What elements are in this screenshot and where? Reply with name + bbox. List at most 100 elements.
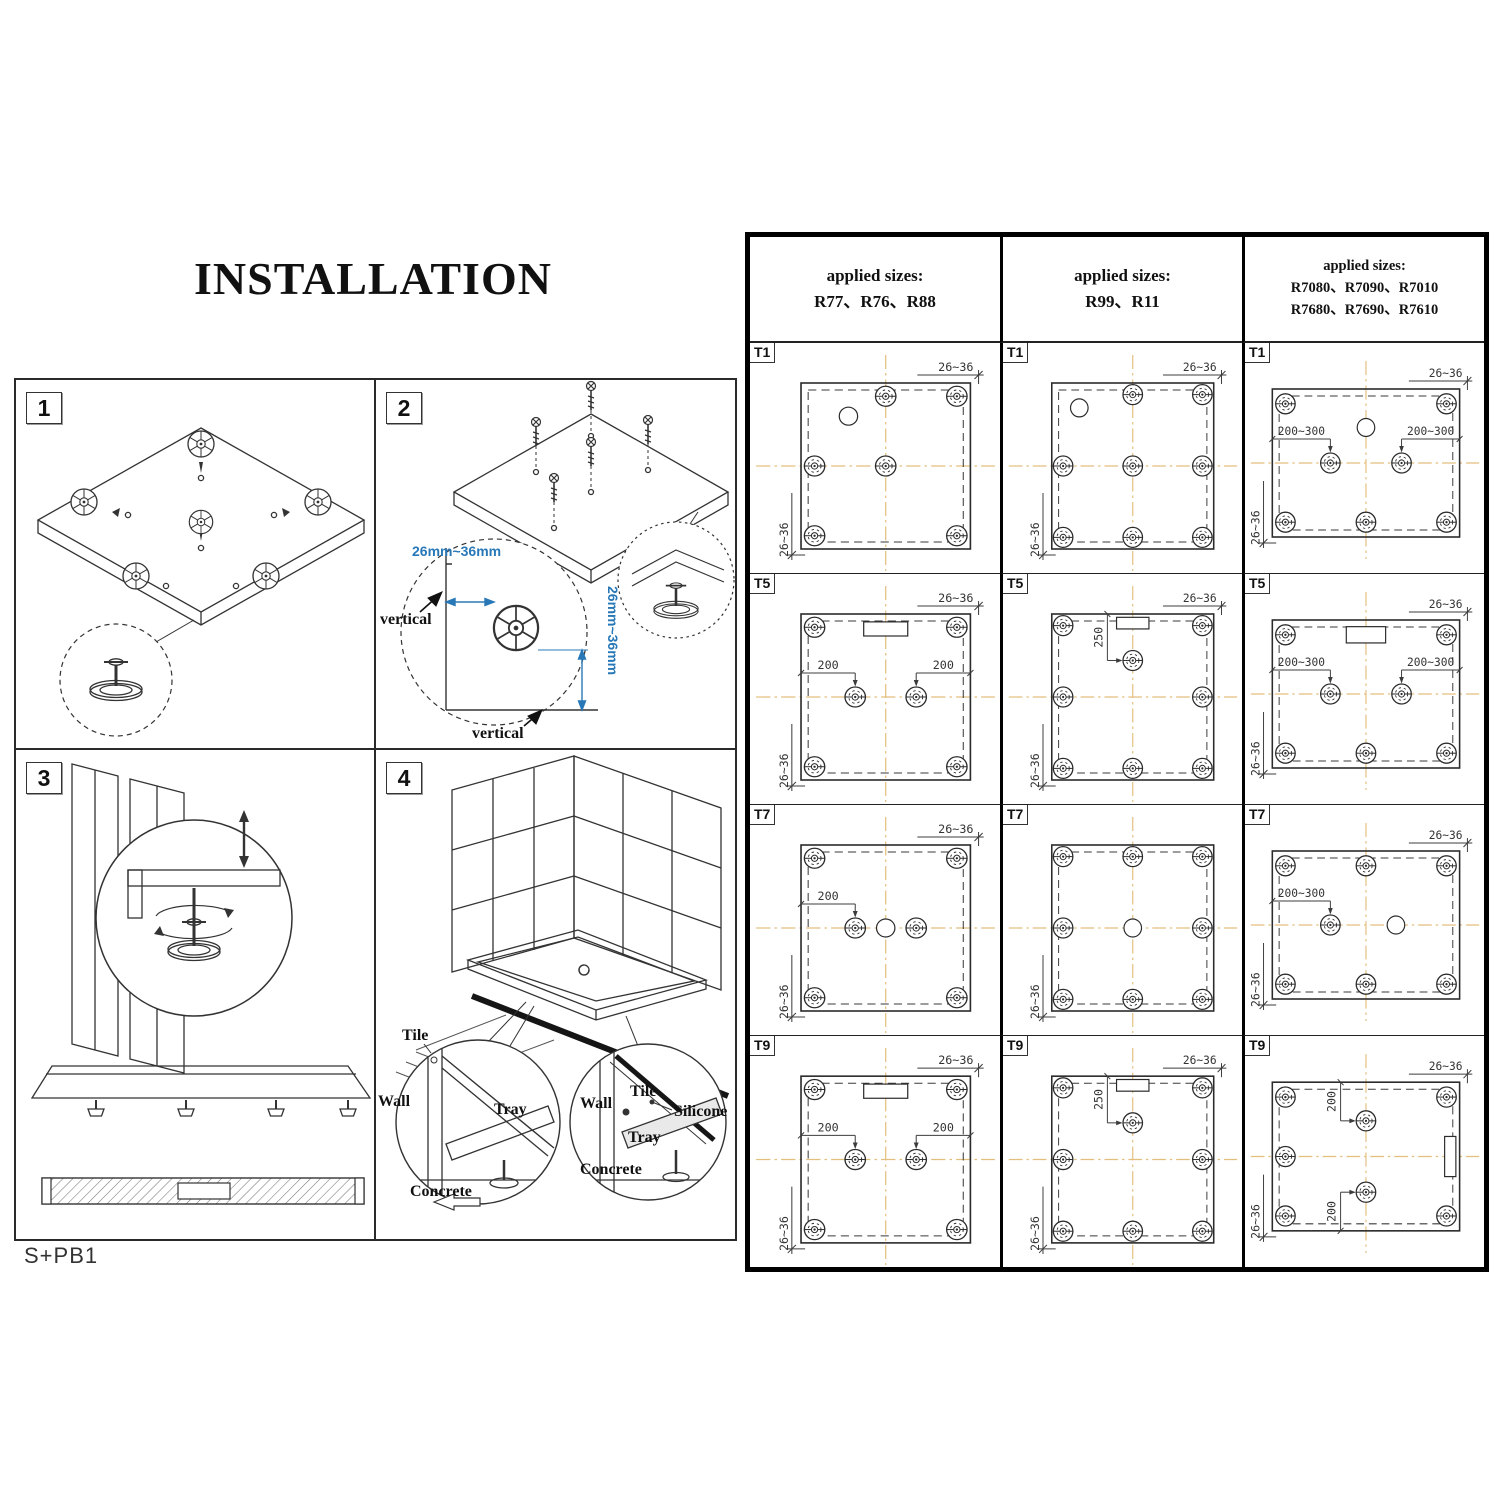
dimension-label: 26~36 (1028, 753, 1042, 788)
row-label: T9 (1003, 1036, 1029, 1056)
page-title: INSTALLATION (194, 253, 552, 304)
drain-hole (1386, 915, 1406, 935)
step-2-height-dimension: 26mm~36mm (605, 586, 621, 675)
dimension-label: 250 (1092, 627, 1106, 648)
dimension-label: 200 (933, 658, 954, 672)
header-col-3: applied sizes: R7080、R7090、R7010 R7680、R… (1242, 237, 1484, 343)
step-4-tile-label-right: Tile (630, 1083, 656, 1100)
row-label: T9 (750, 1036, 776, 1056)
dimension-label: 26~36 (1429, 597, 1463, 611)
step-4-tray-label-left: Tray (494, 1101, 527, 1118)
step-4-tile-label-left: Tile (402, 1027, 428, 1044)
step-2-panel: 2 (376, 380, 735, 748)
dimension-label: 26~36 (1249, 1204, 1263, 1239)
dimension-label: 200 (818, 1121, 839, 1135)
placement-table: applied sizes: R77、R76、R88 applied sizes… (745, 232, 1489, 1272)
slot-cutout (863, 1083, 909, 1099)
applied-sizes-models: R99、R11 (1085, 292, 1160, 311)
dimension-label: 200~300 (1407, 424, 1454, 438)
step-4-concrete-label-left: Concrete (410, 1183, 472, 1200)
dimension-label: 200~300 (1278, 655, 1325, 669)
dimension-label: 26~36 (1429, 1059, 1463, 1073)
dimension-label: 26~36 (1429, 828, 1463, 842)
step-4-number: 4 (386, 762, 422, 794)
dimension-label: 26~36 (777, 1216, 791, 1251)
dimension-label: 26~36 (1183, 360, 1217, 374)
row-label: T5 (1003, 574, 1029, 594)
drain-hole (838, 406, 859, 426)
slot-cutout (1115, 1078, 1150, 1092)
panel-divider-horizontal (16, 748, 735, 750)
row-label: T7 (1003, 805, 1029, 825)
placement-diagram: 26~36 26~36 (1008, 355, 1238, 571)
dimension-label: 26~36 (938, 1053, 973, 1067)
dimension-label: 26~36 (777, 522, 791, 557)
step-4-concrete-label-right: Concrete (580, 1161, 642, 1178)
row-label: T5 (1245, 574, 1271, 594)
dimension-label: 26~36 (777, 984, 791, 1019)
header-col-2: applied sizes: R99、R11 (1000, 237, 1242, 343)
diagram-cell-T7-col3: T7 26~36 26~36 200~300 (1242, 805, 1484, 1036)
step-1-panel: 1 (16, 380, 374, 748)
dimension-label: 26~36 (938, 822, 973, 836)
step-1-number: 1 (26, 392, 62, 424)
drain-hole (875, 918, 896, 938)
slot-cutout (863, 621, 909, 637)
row-label: T9 (1245, 1036, 1271, 1056)
model-code: S+PB1 (24, 1243, 99, 1268)
step-3-panel: 3 (16, 750, 374, 1239)
step-4-panel: 4 (376, 750, 735, 1239)
step-4-tray-label-right: Tray (628, 1129, 661, 1146)
step-4-drawing: Tile Wall Tray Concrete (378, 755, 730, 1211)
applied-sizes-label: applied sizes: (826, 265, 924, 285)
diagram-cell-T5-col3: T5 26~36 26~36 200~300 200~300 (1242, 574, 1484, 805)
row-label: T7 (1245, 805, 1271, 825)
row-label: T5 (750, 574, 776, 594)
panel-divider-vertical (374, 380, 376, 1239)
step-2-vertical-label-1: vertical (380, 611, 432, 628)
dimension-label: 200~300 (1278, 886, 1325, 900)
step-2-width-dimension: 26mm~36mm (412, 543, 501, 559)
step-4-wall-label-right: Wall (580, 1095, 613, 1112)
dimension-label: 200~300 (1407, 655, 1454, 669)
row-label: T1 (750, 343, 776, 363)
applied-sizes-label: applied sizes: (1323, 258, 1406, 275)
placement-diagram: 26~36 26~36 200~300 (1249, 823, 1480, 1021)
applied-sizes-models: R77、R76、R88 (814, 292, 936, 311)
step-2-drawing: 26mm~36mm 26mm~36mm vertical vertical (380, 380, 735, 742)
placement-diagram: 26~36 26~36 250 (1008, 586, 1238, 802)
dimension-label: 26~36 (1028, 522, 1042, 557)
dimension-label: 26~36 (1183, 591, 1217, 605)
dimension-label: 26~36 (1249, 972, 1263, 1007)
row-label: T1 (1003, 343, 1029, 363)
dimension-label: 26~36 (1249, 741, 1263, 776)
row-label: T7 (750, 805, 776, 825)
placement-diagram: 26~36 (1008, 817, 1238, 1033)
dimension-label: 26~36 (938, 591, 973, 605)
applied-sizes-label: applied sizes: (1074, 265, 1171, 285)
slot-cutout (1444, 1135, 1457, 1178)
diagram-cell-T1-col1: T1 26~36 26~36 (750, 343, 1000, 574)
applied-sizes-models: R7680、R7690、R7610 (1290, 301, 1439, 318)
dimension-label: 250 (1092, 1089, 1106, 1110)
dimension-label: 200 (818, 658, 839, 672)
dimension-label: 26~36 (1183, 1053, 1217, 1067)
dimension-label: 200 (1325, 1201, 1339, 1222)
row-label: T1 (1245, 343, 1271, 363)
placement-diagram: 26~36 26~36 200~300 200~300 (1249, 592, 1480, 790)
dimension-label: 26~36 (1429, 366, 1463, 380)
dimension-label: 26~36 (938, 360, 973, 374)
